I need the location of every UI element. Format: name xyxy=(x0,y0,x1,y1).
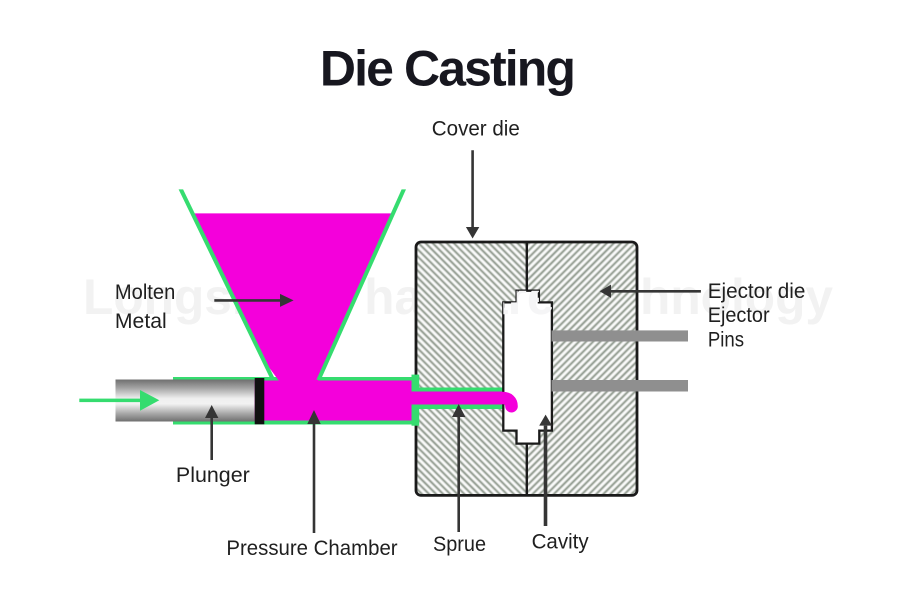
svg-text:Cover die: Cover die xyxy=(432,117,520,141)
svg-text:Metal: Metal xyxy=(115,309,167,333)
svg-text:Plunger: Plunger xyxy=(176,463,250,487)
svg-text:Pins: Pins xyxy=(708,328,744,352)
svg-text:Sprue: Sprue xyxy=(433,532,486,556)
svg-text:Ejector die: Ejector die xyxy=(708,279,806,303)
svg-text:Cavity: Cavity xyxy=(532,530,589,554)
svg-text:Molten: Molten xyxy=(115,280,175,304)
svg-text:Die Casting: Die Casting xyxy=(320,40,574,96)
svg-text:Ejector: Ejector xyxy=(708,303,770,327)
svg-text:Pressure Chamber: Pressure Chamber xyxy=(226,536,397,560)
